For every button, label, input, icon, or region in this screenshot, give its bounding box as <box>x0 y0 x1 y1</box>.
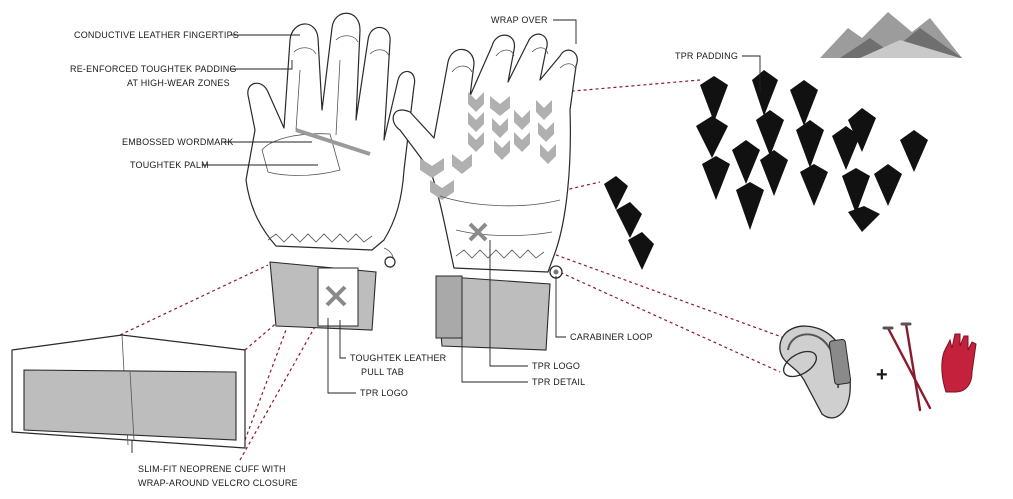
label-embossed-wordmark: EMBOSSED WORDMARK <box>122 137 233 147</box>
label-tpr-detail: TPR DETAIL <box>532 377 585 387</box>
mountains-icon <box>820 12 962 58</box>
label-cuff-line1: SLIM-FIT NEOPRENE CUFF WITH <box>138 464 286 474</box>
label-tpr-padding: TPR PADDING <box>675 51 738 61</box>
plus-sign: + <box>876 364 888 386</box>
label-pull-tab-line1: TOUGHTEK LEATHER <box>350 353 447 363</box>
carabiner-icon <box>779 325 852 419</box>
right-glove <box>392 33 578 351</box>
tpr-padding-pattern-grey <box>420 92 556 200</box>
label-wrap-over: WRAP OVER <box>491 15 548 25</box>
label-tpr-logo-left: TPR LOGO <box>360 388 408 398</box>
label-tpr-logo-right: TPR LOGO <box>532 361 580 371</box>
leader-lines <box>131 19 761 453</box>
red-glove-icon <box>941 333 977 393</box>
ua-logo-left <box>325 285 347 307</box>
ski-poles-icon <box>882 322 932 412</box>
label-reinforced-line1: RE-ENFORCED TOUGHTEK PADDING <box>70 64 237 74</box>
label-toughtek-palm: TOUGHTEK PALM <box>130 160 209 170</box>
tpr-padding-black-pattern <box>604 70 928 270</box>
labels: CONDUCTIVE LEATHER FINGERTIPS RE-ENFORCE… <box>70 15 738 488</box>
label-cuff-line2: WRAP-AROUND VELCRO CLOSURE <box>138 478 298 488</box>
label-pull-tab-line2: PULL TAB <box>361 367 404 377</box>
label-reinforced-line2: AT HIGH-WEAR ZONES <box>127 78 230 88</box>
ua-logo-right <box>468 222 488 242</box>
flat-cuff <box>11 334 246 449</box>
label-conductive-fingertips: CONDUCTIVE LEATHER FINGERTIPS <box>74 30 239 40</box>
left-glove <box>245 12 416 331</box>
label-carabiner-loop: CARABINER LOOP <box>570 332 653 342</box>
